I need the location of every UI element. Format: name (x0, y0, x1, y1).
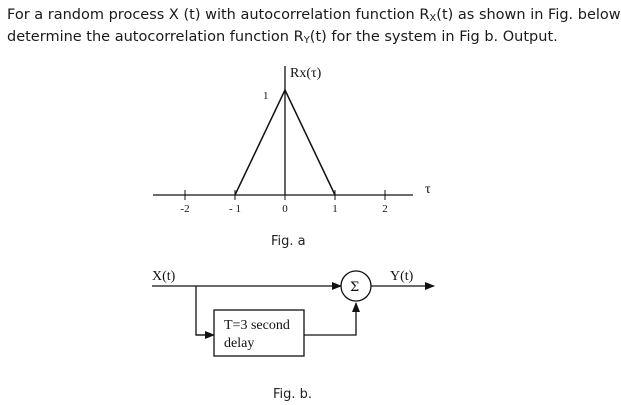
x-axis-label: τ (425, 182, 431, 197)
y-axis-label: Rx(τ) (290, 66, 322, 81)
question-text: For a random process X (t) with autocorr… (7, 6, 621, 50)
delay-block-line-1: T=3 second (224, 318, 290, 333)
x-tick-label: - 1 (229, 203, 241, 215)
subscript-y: Y (303, 35, 310, 46)
x-tick-label: -2 (180, 203, 189, 215)
fig-b-block-diagram: X(t) T=3 second delay Σ Y(t) (152, 269, 435, 357)
question-line-2-tail: (t) for the system in Fig b. Output. (309, 29, 558, 45)
question-line-1-tail: (t) as shown in Fig. below, (436, 7, 621, 23)
triangle-series-line (234, 88, 336, 196)
output-label: Y(t) (390, 269, 414, 284)
input-label: X(t) (152, 269, 176, 284)
peak-label: 1 (263, 90, 269, 102)
subscript-x: X (429, 13, 437, 24)
delay-output-wire (304, 302, 360, 336)
question-line-2: determine the autocorrelation function R… (7, 28, 617, 50)
branch-to-delay-wire (195, 286, 207, 336)
x-tick-label: 1 (332, 203, 338, 215)
fig-b-caption: Fig. b. (273, 387, 312, 402)
fig-a-plot: Rx(τ) τ 1 -2 - 1 0 1 2 (153, 66, 431, 215)
delay-block-line-2: delay (224, 336, 254, 351)
question-line-1: For a random process X (t) with autocorr… (7, 6, 621, 28)
question-line-1-text: For a random process X (t) with autocorr… (7, 7, 430, 23)
x-ticks: -2 - 1 0 1 2 (180, 190, 388, 215)
delay-block (213, 309, 305, 357)
question-line-2-text: determine the autocorrelation function R (7, 29, 304, 45)
x-tick-label: 2 (382, 203, 388, 215)
sigma-symbol: Σ (350, 280, 359, 295)
fig-a-caption: Fig. a (271, 234, 306, 249)
x-tick-label: 0 (282, 203, 288, 215)
